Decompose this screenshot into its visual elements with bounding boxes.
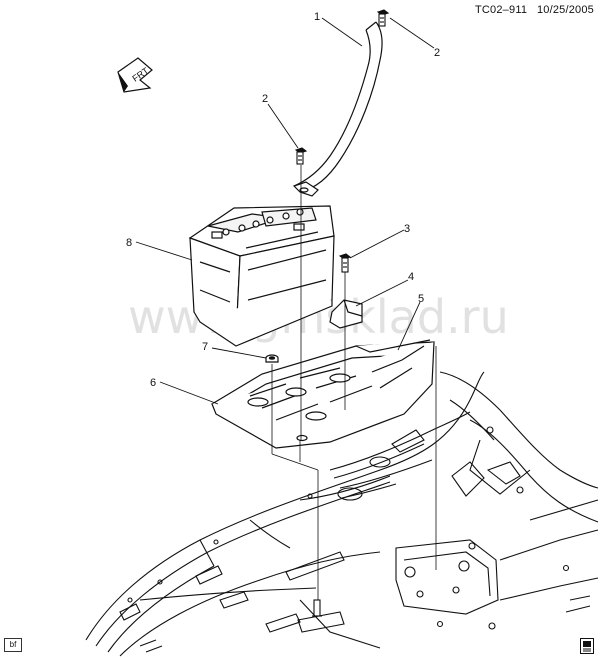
battery-tray	[210, 339, 435, 449]
bolt-top	[376, 9, 390, 27]
callout-7: 7	[202, 341, 208, 353]
drawing-date: 10/25/2005	[536, 4, 594, 16]
document-icon	[580, 638, 594, 654]
callout-6: 6	[150, 377, 156, 389]
bolt-left	[294, 147, 308, 165]
drawing-id: TC02–911	[474, 4, 528, 16]
alignment-lines	[271, 165, 437, 600]
callout-2-top: 2	[434, 47, 440, 59]
callout-2-left: 2	[262, 93, 268, 105]
callout-1: 1	[314, 11, 320, 23]
corner-tag: bf	[4, 638, 22, 652]
hold-down-strap	[292, 21, 383, 197]
callout-3: 3	[404, 223, 410, 235]
callout-4: 4	[408, 271, 414, 283]
nut	[265, 354, 279, 363]
leader-lines	[135, 17, 435, 405]
vehicle-body	[85, 371, 599, 657]
drawing-header: TC02–911 10/25/2005	[475, 4, 594, 16]
bolt-tray	[338, 253, 352, 273]
battery	[188, 205, 335, 347]
callout-8: 8	[126, 237, 132, 249]
front-arrow-icon: FRT	[117, 57, 153, 93]
callout-5: 5	[418, 293, 424, 305]
